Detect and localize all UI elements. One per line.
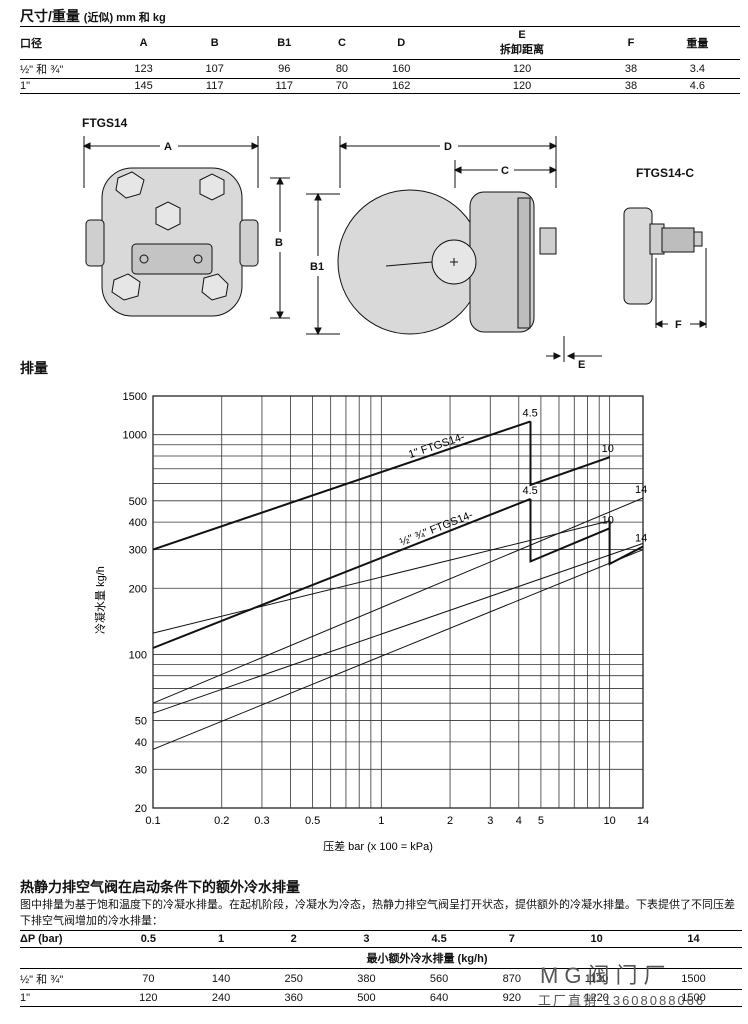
- series-line: [608, 520, 644, 566]
- side-view-drawing: [306, 136, 602, 362]
- series-end-label: 4.5: [522, 407, 537, 419]
- series-line: [529, 421, 610, 487]
- dim-label-a: A: [164, 141, 172, 153]
- x-tick-label: 14: [637, 815, 649, 827]
- series-line: [152, 542, 644, 714]
- extra-subheader: 最小额外冷水排量 (kg/h): [112, 947, 742, 969]
- y-tick-label: 200: [129, 583, 147, 595]
- table-row: 1" 145 117 117 70 162 120 38 4.6: [20, 78, 740, 94]
- y-tick-label: 30: [135, 764, 147, 776]
- dims-header: B1: [250, 26, 319, 60]
- table-row: 最小额外冷水排量 (kg/h): [20, 947, 742, 969]
- dims-header: F: [607, 26, 655, 60]
- y-tick-label: 500: [129, 496, 147, 508]
- x-axis-label: 压差 bar (x 100 = kPa): [323, 839, 433, 853]
- extra-header: 3: [330, 930, 403, 948]
- chart-ticks: 0.1 0.2 0.3 0.5 1 2 3 4 5 10 14 20 30 40 50 100 200 300 40…: [123, 391, 650, 827]
- x-tick-label: 10: [604, 815, 616, 827]
- front-view-drawing: [82, 136, 290, 320]
- y-tick-label: 40: [135, 737, 147, 749]
- extra-header: 4.5: [402, 930, 476, 948]
- y-tick-label: 400: [129, 517, 147, 529]
- extra-title: 热静力排空气阀在启动条件下的额外冷水排量: [20, 879, 300, 895]
- extra-description: 图中排量为基于饱和温度下的冷凝水排量。在起机阶段，冷凝水为冷态，热静力排空气阀呈…: [20, 899, 735, 927]
- x-tick-label: 0.5: [305, 815, 320, 827]
- dim-label-b1: B1: [310, 261, 324, 273]
- extra-header: 1: [184, 930, 258, 948]
- dim-label-d: D: [444, 141, 452, 153]
- series-line: [152, 549, 644, 750]
- series-line: [152, 497, 644, 704]
- dims-table: 口径 A B B1 C D E 拆卸距离 F 重量 ½" 和 ¾" 123 10…: [20, 26, 740, 94]
- series-end-label: 4.5: [522, 485, 537, 497]
- watermark: MG阀门厂 工厂直销 13608088066: [538, 963, 706, 1008]
- series-end-label: 10: [602, 443, 614, 455]
- table-row: ½" 和 ¾" 123 107 96 80 160 120 38 3.4: [20, 59, 740, 79]
- dims-header-e: E 拆卸距离: [436, 26, 608, 60]
- y-tick-label: 100: [129, 649, 147, 661]
- series-line: [152, 497, 531, 649]
- technical-drawing: A B B1 D C E F: [82, 136, 708, 371]
- model-label-main: FTGS14: [82, 116, 128, 130]
- extra-header: 14: [645, 930, 742, 948]
- model-label-c: FTGS14-C: [636, 166, 695, 180]
- x-tick-label: 0.3: [254, 815, 269, 827]
- capacity-title: 排量: [20, 360, 48, 376]
- y-tick-label: 20: [135, 803, 147, 815]
- dims-title: 尺寸/重量 (近似) mm 和 kg: [20, 8, 166, 24]
- x-tick-label: 4: [516, 815, 522, 827]
- dim-label-c: C: [501, 165, 509, 177]
- series-end-label: 14: [635, 532, 647, 544]
- dims-header: 口径: [20, 26, 108, 60]
- x-tick-label: 1: [378, 815, 384, 827]
- dims-header: 重量: [654, 26, 740, 60]
- extra-header: 2: [257, 930, 331, 948]
- ftgs14-c-drawing: [623, 207, 708, 328]
- table-row: ½" 和 ¾" 70 140 250 380 560 870 1130 1500: [20, 968, 742, 990]
- series-end-label: 10: [602, 514, 614, 526]
- series-name-label: ½" ¾" FTGS14-: [398, 509, 475, 549]
- dim-label-e: E: [578, 359, 585, 371]
- plot-frame: [152, 395, 644, 809]
- chart-grid: [152, 395, 644, 809]
- y-tick-label: 1500: [123, 391, 147, 403]
- y-axis-label: 冷凝水量 kg/h: [93, 566, 107, 634]
- x-tick-label: 3: [487, 815, 493, 827]
- table-row: 1" 120 240 360 500 640 920 1220 1500: [20, 989, 742, 1007]
- x-tick-label: 5: [538, 815, 544, 827]
- extra-table: ΔP (bar) 0.5 1 2 3 4.5 7 10 14 最小额外冷水排量 …: [20, 930, 742, 1007]
- series-line: [529, 498, 610, 563]
- y-tick-label: 1000: [123, 430, 147, 442]
- series-line: [152, 420, 531, 551]
- dims-header: D: [365, 26, 437, 60]
- extra-header: 7: [475, 930, 549, 948]
- dim-label-b: B: [275, 237, 283, 249]
- extra-header: 10: [548, 930, 646, 948]
- x-tick-label: 2: [447, 815, 453, 827]
- series-line: [152, 520, 610, 634]
- extra-header: ΔP (bar): [20, 930, 112, 948]
- x-tick-label: 0.1: [145, 815, 160, 827]
- y-tick-label: 50: [135, 716, 147, 728]
- dims-header: C: [318, 26, 366, 60]
- y-tick-label: 300: [129, 545, 147, 557]
- dim-label-f: F: [675, 319, 682, 331]
- x-tick-label: 0.2: [214, 815, 229, 827]
- dims-header: A: [108, 26, 180, 60]
- extra-header: 0.5: [112, 930, 185, 948]
- series-end-label: 14: [635, 484, 647, 496]
- dims-header: B: [179, 26, 251, 60]
